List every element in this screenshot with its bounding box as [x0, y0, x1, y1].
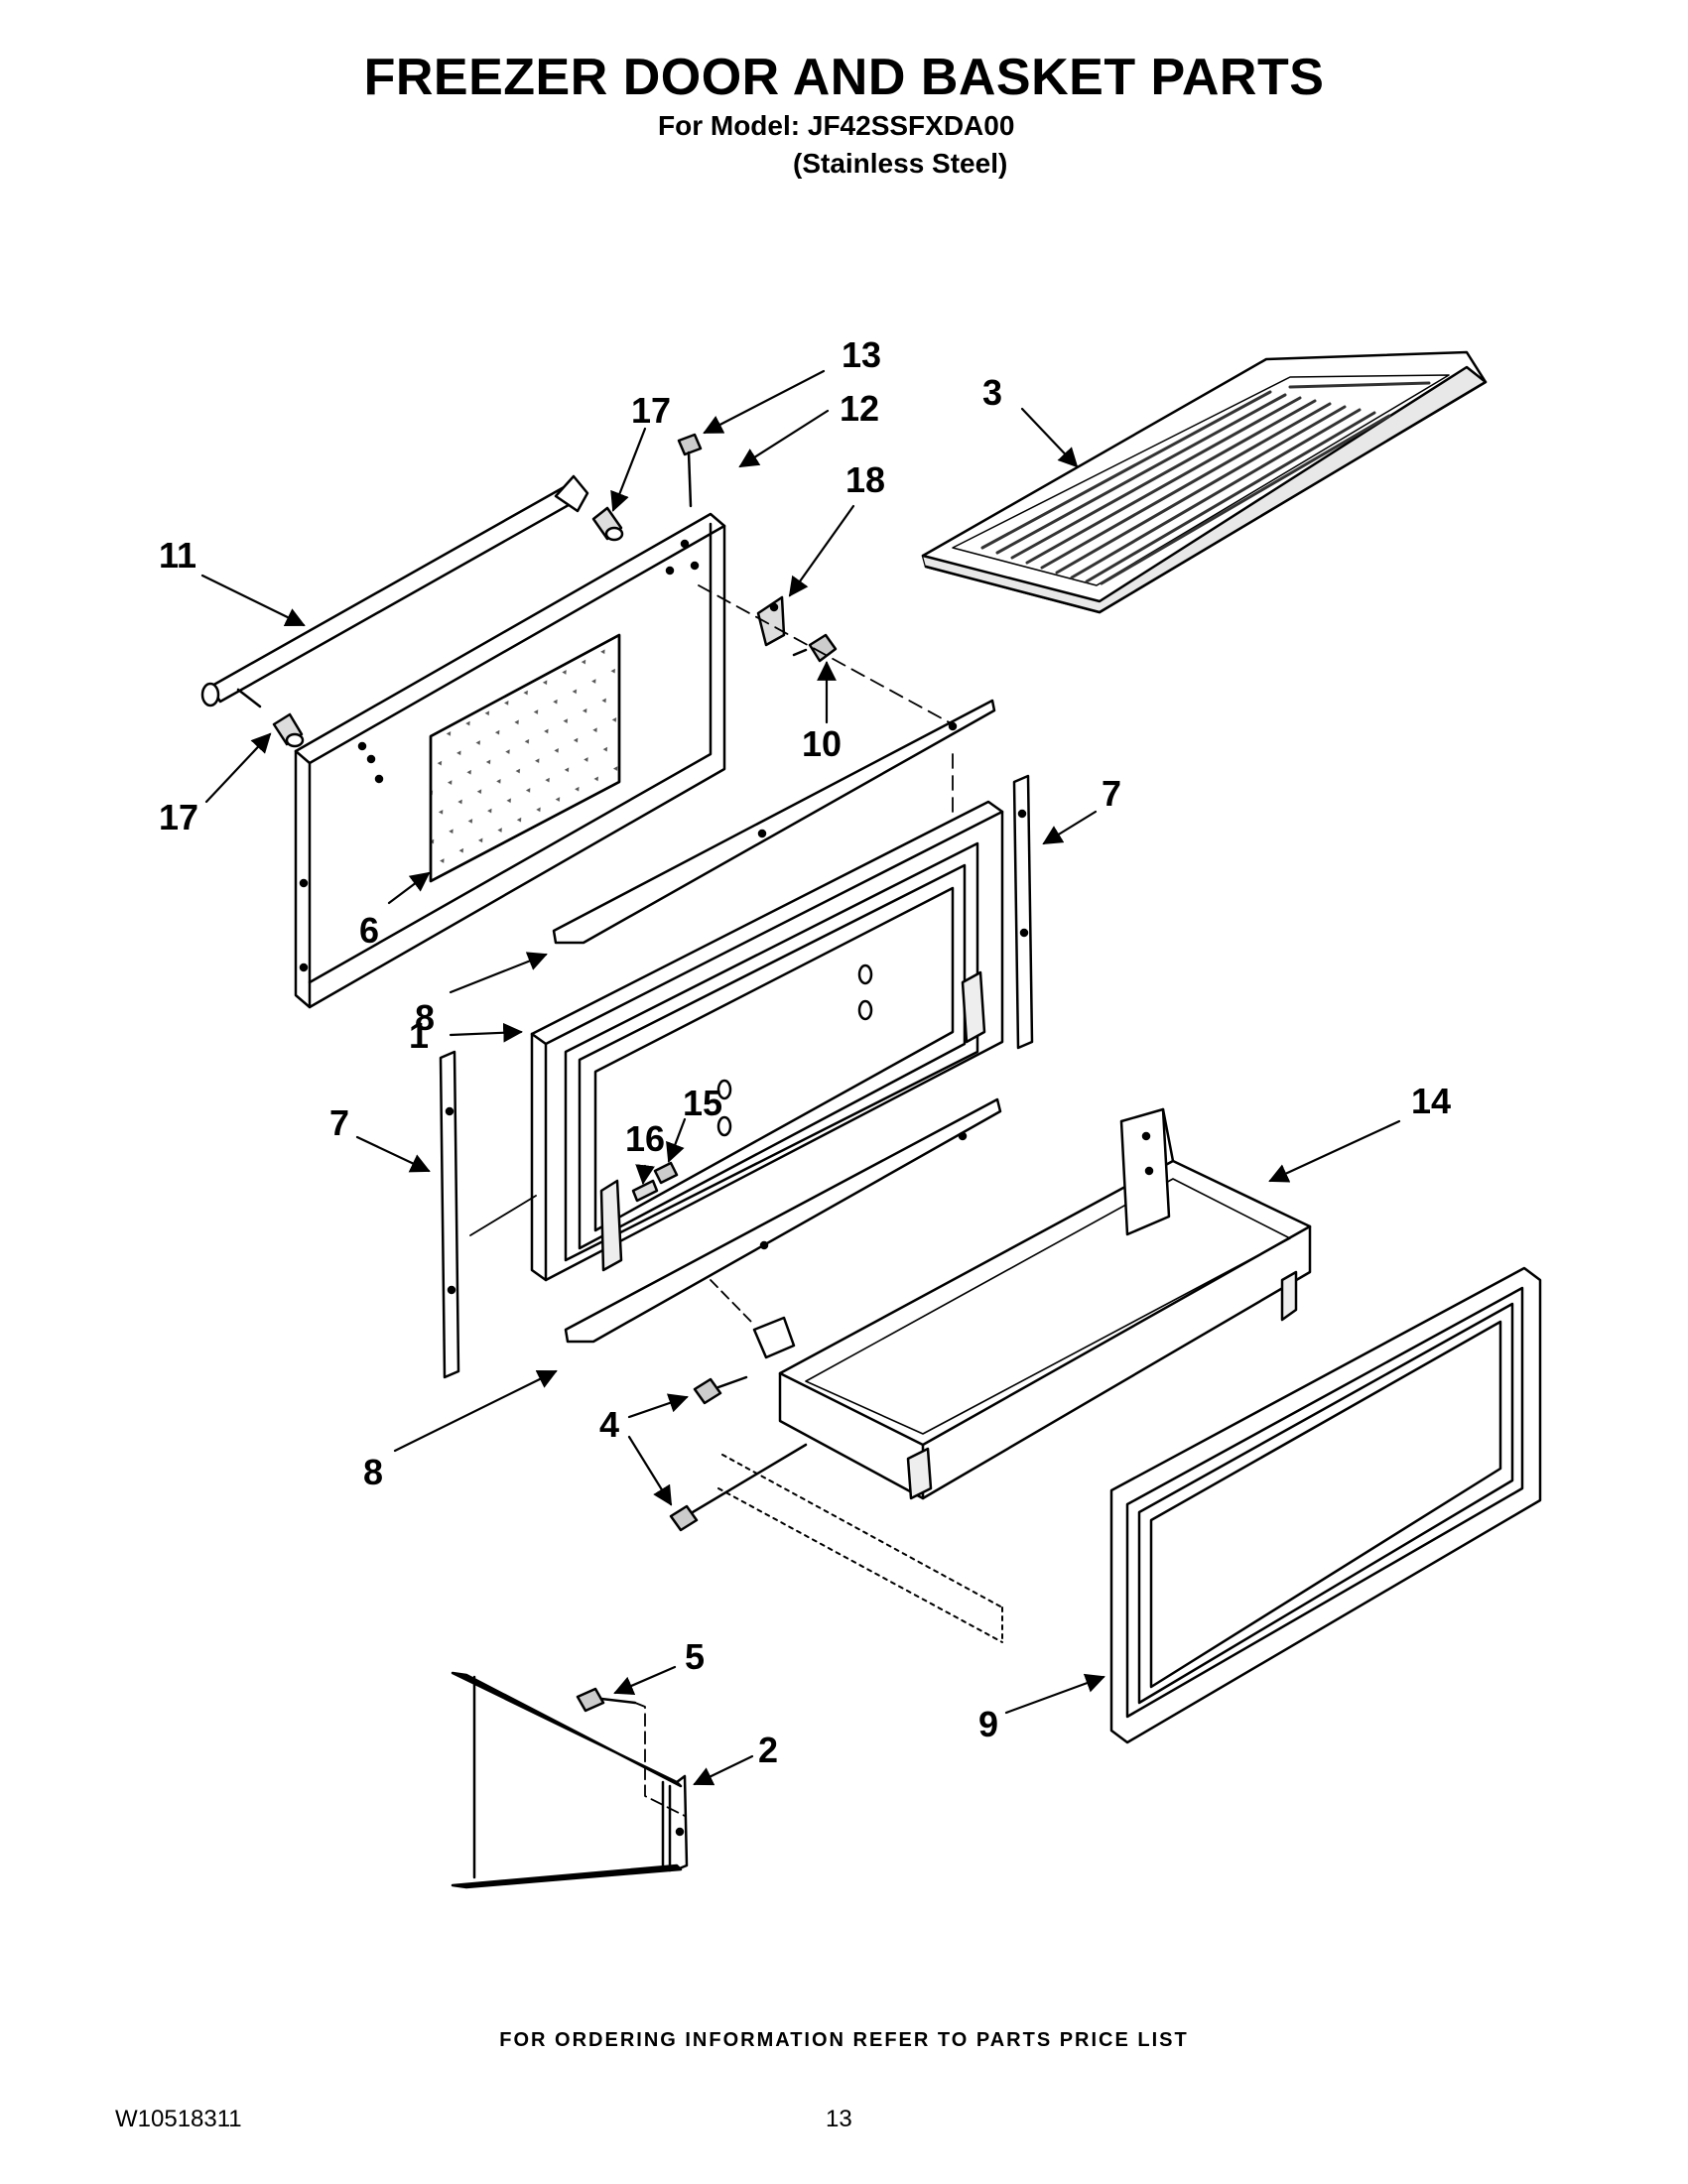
part-10-screw — [792, 633, 838, 663]
callout-8-lower: 8 — [363, 1452, 383, 1492]
model-line: For Model: JF42SSFXDA00 — [658, 110, 1015, 141]
part-2-kick-plate — [451, 1671, 689, 1889]
part-11-handle — [200, 474, 589, 708]
part-7-right-trim — [1012, 774, 1034, 1050]
part-7-left-trim — [439, 1050, 460, 1379]
part-17-standoff-bottom — [272, 712, 305, 748]
part-3-grille-shelf — [921, 350, 1488, 614]
callout-18: 18 — [845, 459, 885, 500]
part-14-basket — [752, 1107, 1312, 1500]
part-5-screw — [576, 1687, 637, 1713]
callout-17-top: 17 — [631, 390, 671, 431]
model-info: For Model: JF42SSFXDA00 (Stainless Steel… — [658, 107, 1014, 183]
part-13-screw — [677, 433, 703, 508]
callout-13: 13 — [842, 334, 881, 375]
assembly-line-4 — [710, 1279, 755, 1326]
part-4-screw-upper — [693, 1375, 748, 1405]
ordering-note: FOR ORDERING INFORMATION REFER TO PARTS … — [499, 2029, 1189, 2051]
part-8-lower-rail — [564, 1097, 1002, 1344]
part-6-insulation-panel — [429, 633, 621, 883]
page-number: 13 — [826, 2106, 852, 2132]
part-15-bushing — [653, 1161, 679, 1185]
part-4-screw-lower — [669, 1443, 808, 1532]
callout-1: 1 — [409, 1015, 429, 1056]
callout-2: 2 — [758, 1730, 778, 1770]
callout-7-left: 7 — [329, 1102, 349, 1143]
page-title: FREEZER DOOR AND BASKET PARTS — [363, 49, 1325, 106]
callout-4: 4 — [599, 1404, 619, 1445]
leader-lines — [200, 369, 1401, 1786]
callout-6: 6 — [359, 910, 379, 951]
finish-line: (Stainless Steel) — [793, 148, 1008, 179]
callout-15: 15 — [683, 1083, 722, 1123]
callout-17-bottom: 17 — [159, 797, 198, 837]
callout-16: 16 — [625, 1118, 665, 1159]
callout-5: 5 — [685, 1636, 705, 1677]
callout-14: 14 — [1411, 1081, 1451, 1121]
part-1-inner-door — [530, 800, 1004, 1282]
callout-7-right: 7 — [1102, 773, 1121, 814]
document-id: W10518311 — [115, 2106, 242, 2132]
part-9-gasket — [1109, 1266, 1542, 1744]
callout-8-upper: 8 — [415, 997, 435, 1038]
assembly-line-3 — [469, 1195, 537, 1236]
callout-11: 11 — [159, 535, 196, 576]
callout-12: 12 — [840, 388, 879, 429]
callout-10: 10 — [802, 723, 842, 764]
callout-9: 9 — [978, 1704, 998, 1744]
slide-rail-dotted — [717, 1454, 1003, 1643]
part-8-upper-rail — [552, 699, 996, 945]
assembly-line-1 — [698, 584, 954, 725]
assembly-line-5 — [634, 1702, 686, 1817]
part-18-bracket — [756, 595, 786, 647]
callout-labels: 13 12 17 18 3 11 10 17 7 6 8 1 15 16 7 1… — [159, 334, 1451, 1770]
callout-3: 3 — [982, 372, 1002, 413]
part-17-standoff-top — [591, 506, 624, 542]
